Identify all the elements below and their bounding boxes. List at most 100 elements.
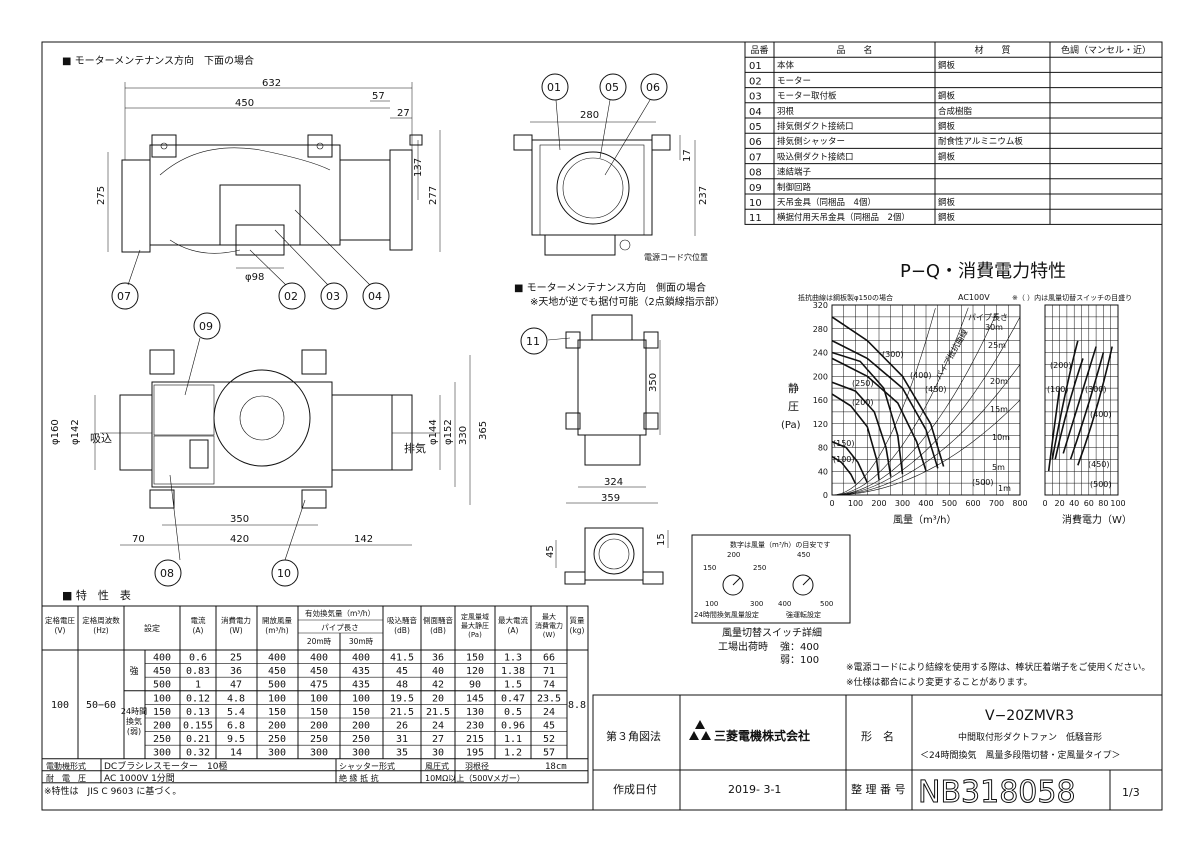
spec-cell: 475 xyxy=(310,680,328,691)
parts-no: 07 xyxy=(749,152,762,163)
power-x-tick: 20 xyxy=(1055,499,1065,508)
y-tick: 120 xyxy=(813,420,828,429)
parts-name: 速結端子 xyxy=(777,167,812,178)
svg-text:07: 07 xyxy=(117,290,131,303)
switch-mark-150: 150 xyxy=(703,564,716,572)
resistance-curve xyxy=(831,308,936,496)
parts-no: 05 xyxy=(749,122,762,133)
x-tick: 700 xyxy=(989,499,1004,508)
parts-material: 鋼板 xyxy=(938,197,956,208)
spec-cell: 435 xyxy=(352,666,370,677)
model-desc-2: ＜24時間換気 風量多段階切替・定風量タイプ＞ xyxy=(920,749,1120,761)
callout-07: 07 xyxy=(111,249,141,310)
parts-no: 08 xyxy=(749,168,762,179)
inlet-label: 吸込 xyxy=(90,432,112,445)
spec-h-maxcur: 最大電流(A) xyxy=(498,615,528,635)
resistance-curve xyxy=(831,307,969,496)
y-tick: 160 xyxy=(813,396,828,405)
spec-cell: 26 xyxy=(396,721,408,732)
front-view-drawing xyxy=(513,121,696,256)
spec-cell: 250 xyxy=(352,734,370,745)
spec-cell: 0.6 xyxy=(189,653,207,664)
spec-cell: 150 xyxy=(268,707,286,718)
spec-cell: 130 xyxy=(466,707,484,718)
spec-cell: 250 xyxy=(310,734,328,745)
pq-curve xyxy=(831,393,880,480)
spec-cell: 90 xyxy=(469,680,481,691)
spec-insulation-label: 絶 縁 抵 抗 xyxy=(339,773,379,783)
spec-strong: 強 xyxy=(129,665,138,677)
svg-text:02: 02 xyxy=(284,290,298,303)
spec-cell: 215 xyxy=(466,734,484,745)
parts-material: 鋼板 xyxy=(938,212,956,223)
x-tick: 500 xyxy=(942,499,957,508)
y-tick: 240 xyxy=(813,349,828,358)
spec-cell: 9.5 xyxy=(227,734,245,745)
page-number: 1/3 xyxy=(1122,786,1140,799)
parts-no: 06 xyxy=(749,137,762,148)
spec-cell: 400 xyxy=(352,653,370,664)
chart-note-voltage: AC100V xyxy=(958,293,990,302)
dim-70: 70 xyxy=(132,534,145,545)
spec-shutter-label: シャッター形式 xyxy=(339,761,395,771)
svg-text:08: 08 xyxy=(160,567,174,580)
callout-09: 09 xyxy=(184,312,221,396)
x-tick: 300 xyxy=(895,499,910,508)
spec-weak: 24時間換気(弱) xyxy=(121,707,147,736)
pq-curve-label: (450) xyxy=(925,385,947,394)
spec-h-open: 開放風量(m³/h) xyxy=(262,615,292,635)
dim-phi160: φ160 xyxy=(50,419,61,445)
spec-cell: 400 xyxy=(310,653,328,664)
parts-no: 03 xyxy=(749,92,762,103)
callout-04: 04 xyxy=(294,209,390,310)
spec-insulation-value: 10MΩ以上（500Vメガー） xyxy=(425,773,525,783)
spec-cell: 300 xyxy=(352,748,370,759)
spec-cell: 1.38 xyxy=(501,666,525,677)
spec-cell: 21.5 xyxy=(390,707,414,718)
plan-view-drawing xyxy=(94,349,471,546)
spec-cell: 1.1 xyxy=(504,734,522,745)
top-view-drawing xyxy=(107,82,441,269)
pq-curve xyxy=(831,316,945,467)
spec-cell: 66 xyxy=(543,653,555,664)
spec-cell: 100 xyxy=(310,693,328,704)
spec-cell: 100 xyxy=(268,693,286,704)
switch-mark-500: 500 xyxy=(820,600,833,608)
spec-h-eff: 有効換気量（m³/h） xyxy=(305,608,375,618)
callout-01: 01 xyxy=(541,73,569,151)
spec-cell: 450 xyxy=(310,666,328,677)
spec-cell: 200 xyxy=(268,721,286,732)
spec-cell: 21.5 xyxy=(426,707,450,718)
spec-cell: 4.8 xyxy=(227,693,245,704)
model-label: 形 名 xyxy=(861,729,894,743)
spec-cell: 45 xyxy=(543,721,555,732)
spec-cell: 52 xyxy=(543,734,555,745)
pipe-length-label: 20m xyxy=(990,377,1008,386)
dim-phi98: φ98 xyxy=(245,272,264,283)
dim-142: 142 xyxy=(354,534,373,545)
pipe-length-title: パイプ長さ xyxy=(968,313,1008,322)
spec-blade-label: 羽根径 xyxy=(465,761,489,771)
x-tick: 100 xyxy=(848,499,863,508)
pq-curve xyxy=(831,455,857,485)
dim-57: 57 xyxy=(372,91,385,102)
side-view-drawing xyxy=(555,314,669,585)
parts-header: 品番 xyxy=(750,44,768,56)
switch-mark-250: 250 xyxy=(753,564,766,572)
parts-no: 01 xyxy=(749,61,762,72)
spec-h-30: 30m時 xyxy=(349,637,374,646)
spec-cell: 150 xyxy=(466,653,484,664)
spec-cell: 48 xyxy=(396,680,408,691)
spec-cell: 20 xyxy=(432,693,444,704)
switch-mark-450: 450 xyxy=(797,551,810,559)
spec-motor-value: DCブラシレスモーター 10極 xyxy=(104,760,228,772)
pq-curve-label: (200) xyxy=(852,398,874,407)
switch-right-label: 強運転設定 xyxy=(786,610,821,619)
power-curve-label: (100) xyxy=(1047,385,1069,394)
y-tick: 200 xyxy=(813,372,828,381)
spec-h-noise-side: 側面騒音(dB) xyxy=(423,615,453,635)
pipe-length-label: 15m xyxy=(990,405,1008,414)
